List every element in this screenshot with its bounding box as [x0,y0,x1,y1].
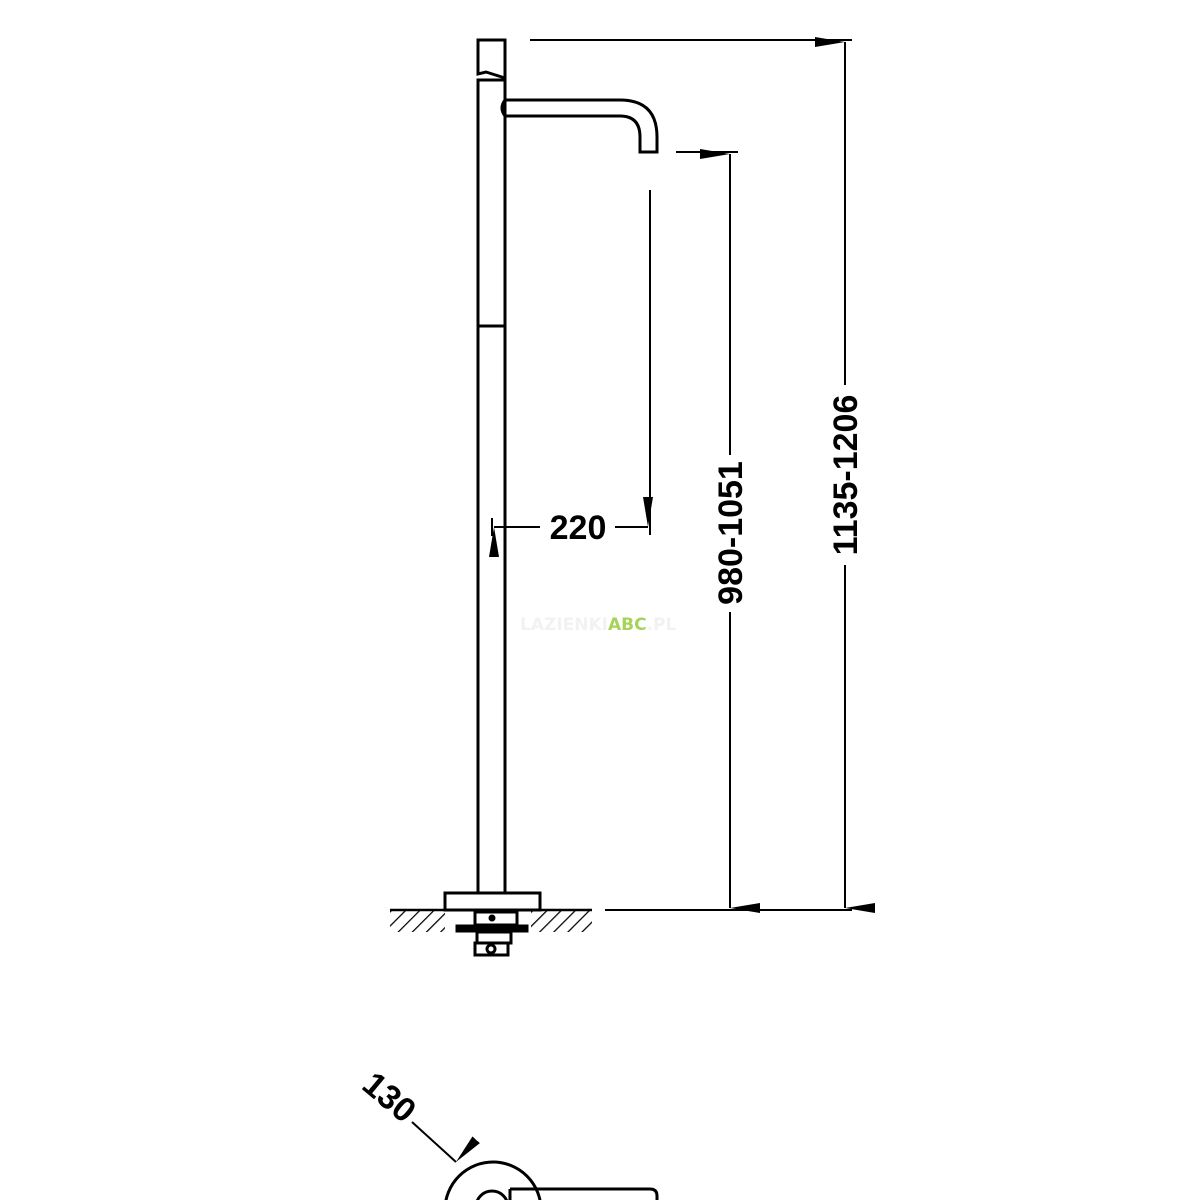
dim-label-total-height: 1135-1206 [827,395,865,556]
dim-label-spout-height: 980-1051 [712,461,750,605]
faucet-column [476,38,507,895]
dim-label-reach: 220 [550,509,607,547]
faucet-base [443,891,542,957]
faucet-spout [500,98,659,154]
watermark: LAZIENKIABC.PL [520,615,676,635]
dim-label-diameter: 130 [355,1065,423,1131]
floor-hatch [390,908,592,932]
top-view [444,1160,659,1200]
dim-line-diameter [411,1121,480,1163]
